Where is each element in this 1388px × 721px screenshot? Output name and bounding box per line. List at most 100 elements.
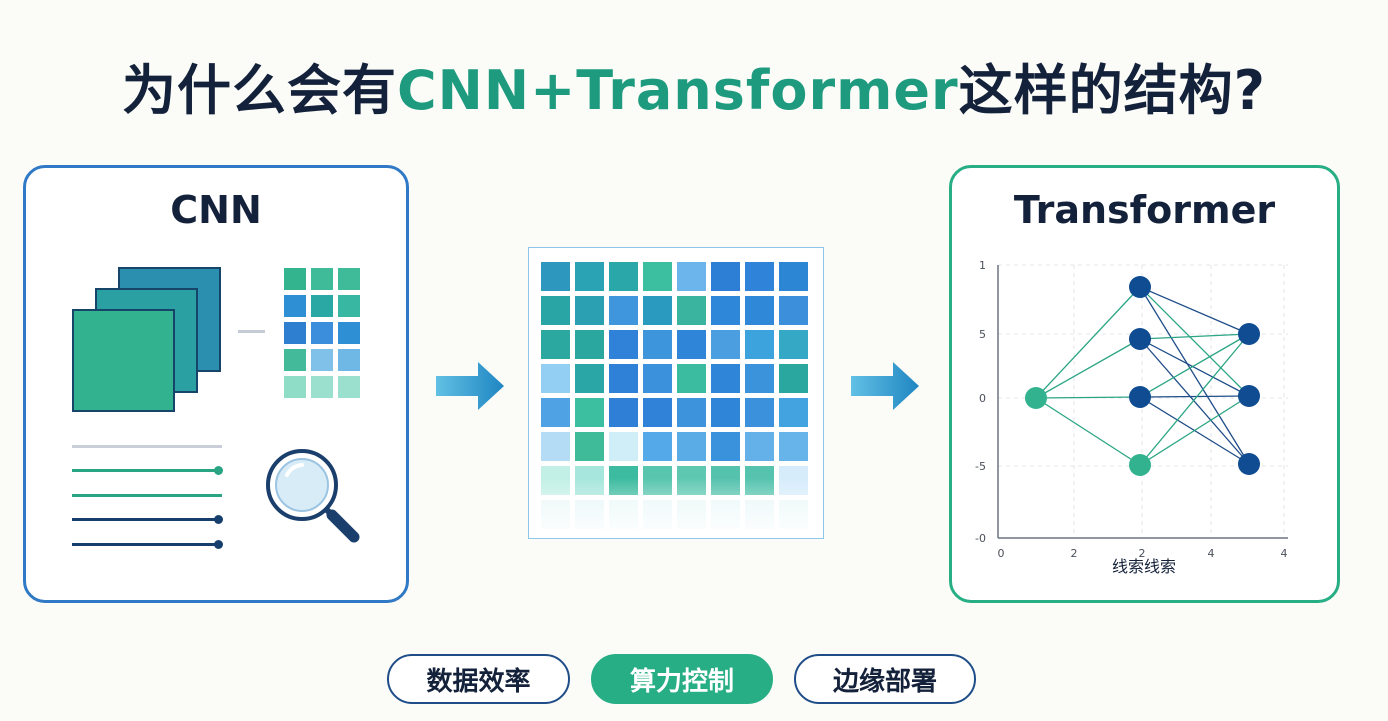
- matrix-cell: [745, 262, 774, 291]
- matrix-cell: [643, 432, 672, 461]
- line-dot: [214, 540, 223, 549]
- grid-cell: [338, 376, 360, 398]
- grid-cell: [311, 349, 333, 371]
- grid-cell: [284, 295, 306, 317]
- y-tick: 5: [979, 328, 986, 341]
- mini-feature-grid: [284, 268, 360, 398]
- matrix-cell: [745, 296, 774, 325]
- matrix-cell: [745, 398, 774, 427]
- matrix-cell: [609, 398, 638, 427]
- matrix-cell: [711, 432, 740, 461]
- matrix-cell: [609, 432, 638, 461]
- x-tick: 4: [1281, 547, 1288, 560]
- matrix-cell: [711, 398, 740, 427]
- x-tick: 4: [1208, 547, 1215, 560]
- hidden-node: [1129, 328, 1151, 350]
- matrix-cell: [541, 296, 570, 325]
- y-tick: 0: [979, 392, 986, 405]
- matrix-cell: [575, 432, 604, 461]
- matrix-cell: [541, 364, 570, 393]
- output-node: [1238, 323, 1260, 345]
- hidden-node: [1129, 386, 1151, 408]
- x-axis-label: 线索线索: [1112, 557, 1176, 576]
- grid-cell: [284, 349, 306, 371]
- matrix-cell: [745, 364, 774, 393]
- hidden-node: [1129, 276, 1151, 298]
- matrix-cell: [609, 262, 638, 291]
- line-item: [72, 466, 223, 475]
- grid-cell: [338, 349, 360, 371]
- input-node: [1025, 387, 1047, 409]
- matrix-cell: [575, 398, 604, 427]
- y-tick: -5: [975, 460, 986, 473]
- matrix-cell: [711, 296, 740, 325]
- matrix-cell: [745, 330, 774, 359]
- matrix-cell: [779, 296, 808, 325]
- line-item: [72, 515, 223, 524]
- line-item: [72, 445, 222, 448]
- grid-cell: [284, 376, 306, 398]
- grid-cell: [284, 268, 306, 290]
- matrix-cell: [677, 296, 706, 325]
- right-arrow-icon: [851, 362, 919, 410]
- attention-matrix: [528, 247, 824, 539]
- title-suffix: 这样的结构?: [958, 59, 1266, 122]
- matrix-cell: [779, 364, 808, 393]
- grid-cell: [311, 295, 333, 317]
- matrix-cell: [677, 262, 706, 291]
- network-edges: [1035, 286, 1250, 466]
- grid-cell: [284, 322, 306, 344]
- network-nodes: [1025, 276, 1260, 476]
- matrix-cell: [711, 330, 740, 359]
- grid-cell: [311, 268, 333, 290]
- line-item: [72, 540, 223, 549]
- magnifier-icon: [266, 449, 360, 543]
- connector-dash: [238, 330, 265, 333]
- hidden-node: [1129, 454, 1151, 476]
- matrix-cell: [643, 364, 672, 393]
- title-prefix: 为什么会有: [122, 59, 398, 122]
- feature-map-front: [72, 309, 175, 412]
- matrix-cell: [609, 364, 638, 393]
- matrix-cell: [643, 262, 672, 291]
- matrix-cell: [711, 364, 740, 393]
- matrix-cell: [541, 262, 570, 291]
- y-tick: -0: [975, 532, 986, 545]
- grid-cell: [311, 376, 333, 398]
- matrix-cell: [677, 432, 706, 461]
- matrix-cell: [575, 262, 604, 291]
- grid-cell: [338, 295, 360, 317]
- matrix-cell: [779, 262, 808, 291]
- matrix-cell: [643, 398, 672, 427]
- matrix-cell: [711, 262, 740, 291]
- output-node: [1238, 385, 1260, 407]
- y-tick: 1: [979, 259, 986, 272]
- grid-cell: [338, 268, 360, 290]
- pill-edge-deployment[interactable]: 边缘部署: [794, 654, 976, 704]
- matrix-cell: [779, 398, 808, 427]
- right-arrow-icon: [436, 362, 504, 410]
- matrix-cell: [779, 330, 808, 359]
- matrix-cell: [541, 398, 570, 427]
- matrix-cell: [643, 330, 672, 359]
- matrix-cell: [677, 364, 706, 393]
- pill-data-efficiency[interactable]: 数据效率: [387, 654, 570, 704]
- matrix-cell: [575, 364, 604, 393]
- page-title: 为什么会有CNN+Transformer这样的结构?: [0, 46, 1388, 125]
- x-tick: 0: [998, 547, 1005, 560]
- matrix-cell: [609, 330, 638, 359]
- pill-compute-control[interactable]: 算力控制: [591, 654, 773, 704]
- line-item: [72, 494, 222, 497]
- line-dot: [214, 466, 223, 475]
- transformer-panel-title: Transformer: [1013, 188, 1276, 232]
- matrix-cell: [541, 330, 570, 359]
- transformer-panel: Transformer: [949, 165, 1340, 603]
- matrix-cell: [779, 432, 808, 461]
- line-dot: [214, 515, 223, 524]
- matrix-fade: [529, 478, 823, 538]
- matrix-cell: [745, 432, 774, 461]
- network-plot: 1 5 0 -5 -0 0 2 2 4 4 线索线索: [975, 259, 1288, 576]
- grid-cell: [311, 322, 333, 344]
- output-node: [1238, 453, 1260, 475]
- cnn-panel-title: CNN: [170, 188, 262, 232]
